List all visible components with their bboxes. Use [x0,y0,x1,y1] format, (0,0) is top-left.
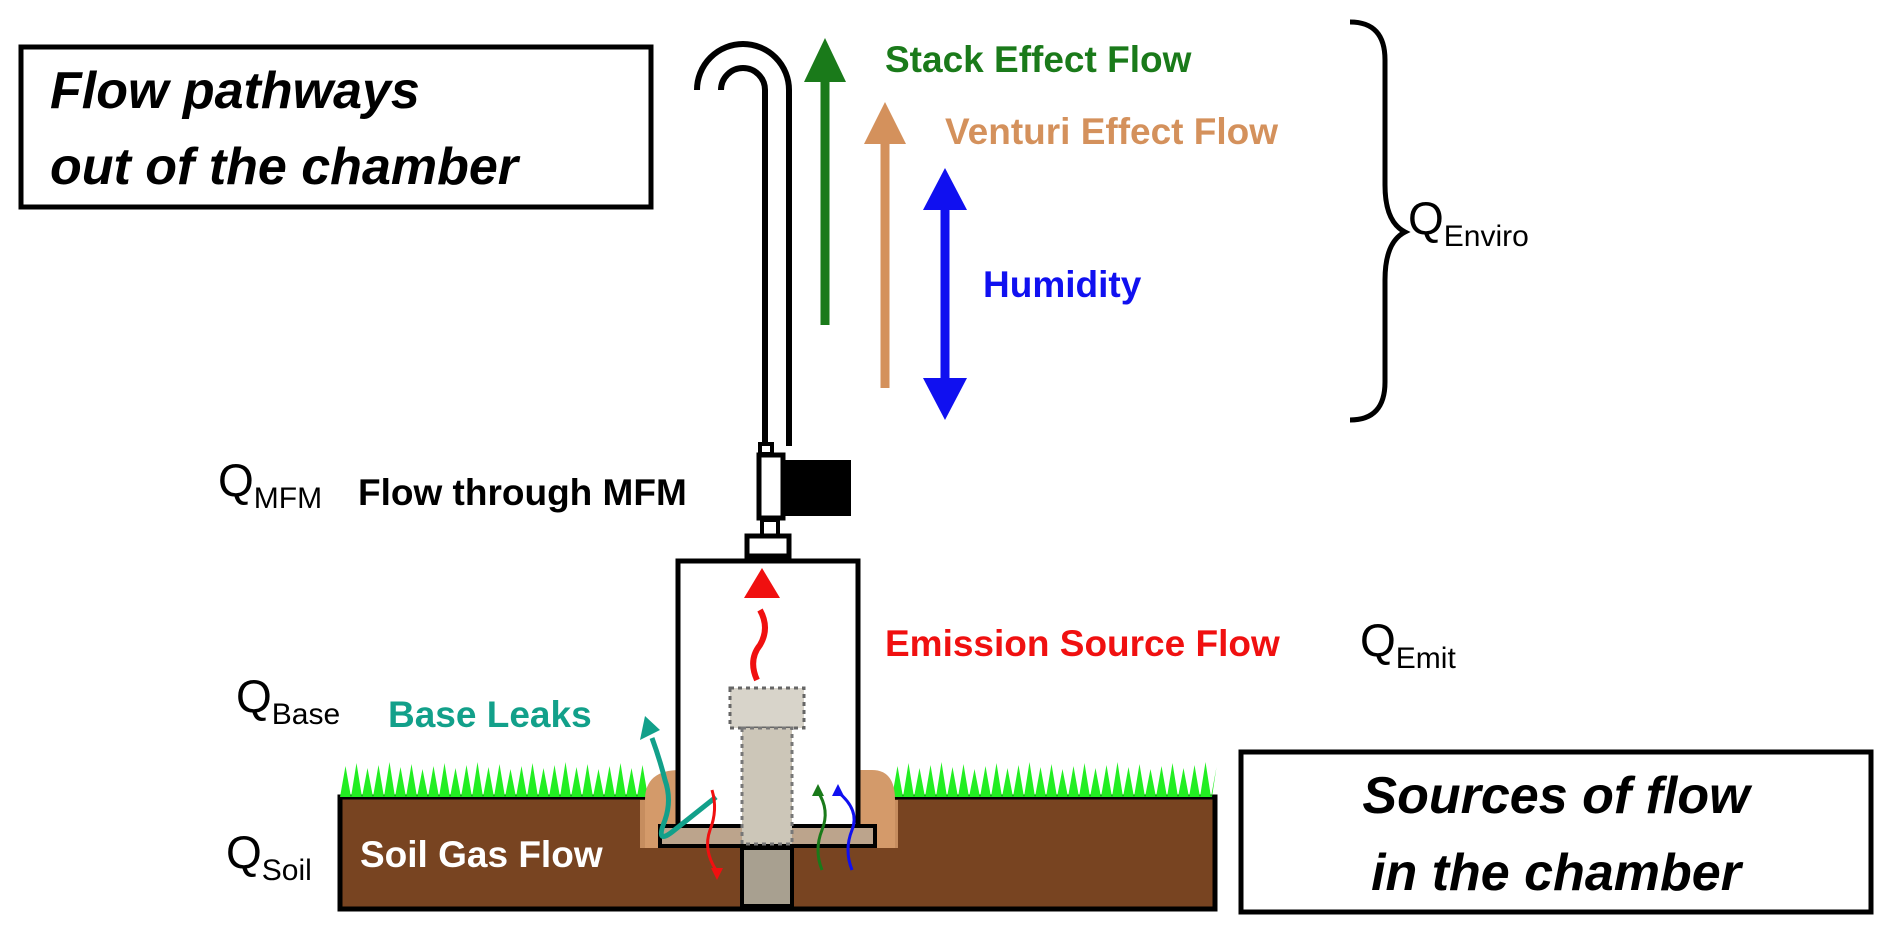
venturi-effect-label: Venturi Effect Flow [945,111,1278,152]
small-blue-arrow [832,784,856,871]
grass-blades [340,762,648,797]
sources-title-line2: in the chamber [1371,844,1744,902]
mfm-flow-label: Flow through MFM [358,472,687,513]
humidity-label: Humidity [983,264,1142,305]
pathways-title-line1: Flow pathways [50,62,420,120]
venturi-effect-arrow [864,102,906,388]
q-base: QBase [236,670,340,731]
small-green-arrow [812,784,827,871]
base-leaks-label: Base Leaks [388,694,592,735]
q-enviro: QEnviro [1408,192,1529,253]
emission-label: Emission Source Flow [885,623,1280,664]
vent-pipe [694,41,792,446]
q-mfm: QMFM [218,454,322,515]
sources-title-line1: Sources of flow [1362,767,1753,825]
grass-blades [892,762,1217,797]
curly-brace [1349,19,1411,423]
emission-source [728,686,806,908]
small-red-arrow [706,789,723,880]
q-soil: QSoil [226,826,312,887]
sources-box: Sources of flow in the chamber [1238,749,1874,915]
soil-gas-label: Soil Gas Flow [360,834,603,875]
pathways-box: Flow pathways out of the chamber [18,44,654,210]
stack-effect-label: Stack Effect Flow [885,39,1192,80]
q-emit: QEmit [1360,614,1456,675]
emission-arrow [744,568,780,682]
pathways-title-line2: out of the chamber [50,138,521,196]
grass [340,762,1217,797]
stack-effect-arrow [804,38,846,325]
humidity-arrow [923,168,967,420]
base-leak-arrow [640,716,718,839]
mass-flow-meter [744,442,851,559]
